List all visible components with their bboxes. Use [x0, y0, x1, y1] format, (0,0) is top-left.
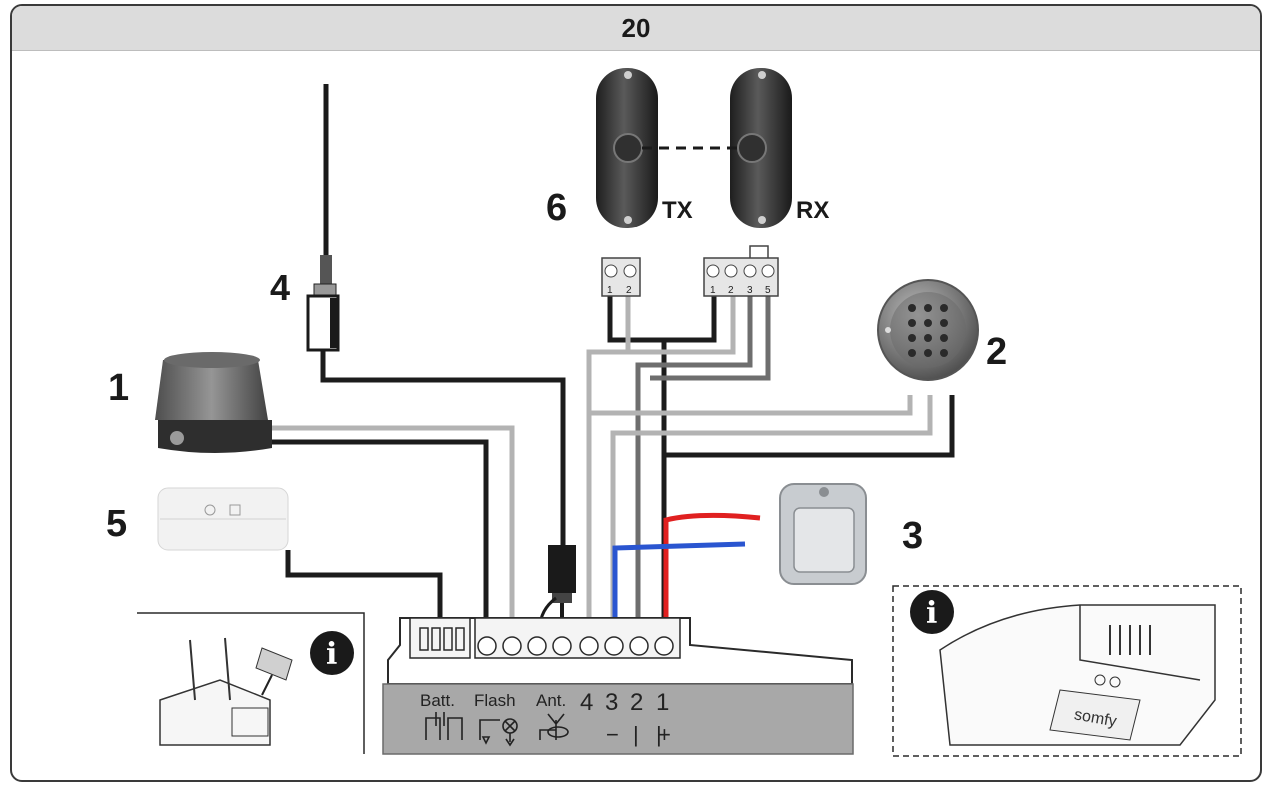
flash-light-number: 1	[108, 367, 129, 409]
rx-pin-5: 5	[765, 285, 771, 296]
rx-terminal-block: 1 2 3 5	[703, 245, 779, 297]
rx-wire-5	[650, 296, 771, 381]
rx-wire-2	[586, 296, 736, 628]
antenna-number: 4	[270, 267, 290, 308]
label-4: 4	[580, 689, 593, 716]
battery-wire	[285, 550, 443, 628]
keypad-number: 2	[986, 331, 1007, 373]
antenna-device	[306, 84, 340, 352]
switch-wire-blue	[612, 541, 746, 628]
label-ant: Ant.	[536, 691, 566, 710]
battery-device	[157, 487, 289, 551]
rx-pin-3: 3	[747, 285, 753, 296]
info-icon	[310, 631, 354, 675]
label-flash: Flash	[474, 691, 516, 710]
antenna-connector	[538, 545, 576, 629]
header-bar: 20	[12, 6, 1260, 51]
photocell-rx	[730, 68, 792, 228]
label-2: 2	[630, 689, 643, 716]
right-inset	[892, 585, 1242, 757]
photocell-number: 6	[546, 187, 567, 229]
label-3: 3	[605, 689, 618, 716]
tx-pin-2: 2	[626, 285, 632, 296]
label-1: 1	[656, 689, 669, 716]
keypad-wire-3	[664, 395, 955, 458]
info-icon-glyph-left: i	[326, 637, 337, 672]
flash-light-device	[155, 352, 272, 453]
figure-number: 20	[621, 12, 651, 43]
antenna-wire	[320, 350, 566, 545]
rx-pin-1: 1	[710, 285, 716, 296]
keypad-wire-2	[610, 395, 933, 628]
rx-wire-3	[635, 296, 753, 628]
symbol-minus: −	[606, 722, 619, 747]
flash-wire-light	[270, 425, 515, 628]
symbol-3: |	[633, 722, 639, 747]
symbol-plus: +	[658, 722, 671, 747]
rx-pin-2: 2	[728, 285, 734, 296]
battery-number: 5	[106, 503, 127, 545]
tx-pin-1: 1	[607, 285, 613, 296]
tx-label: TX	[662, 197, 693, 224]
control-unit	[382, 617, 854, 755]
tx-terminal-block: 1 2	[601, 257, 641, 297]
keypad-device	[877, 279, 979, 381]
label-batt: Batt.	[420, 691, 455, 710]
switch-wire-red	[663, 512, 761, 628]
rx-label: RX	[796, 197, 829, 224]
keypad-wire-1	[589, 395, 913, 416]
flash-wire-dark	[270, 439, 489, 628]
key-switch-number: 3	[902, 515, 923, 557]
left-inset	[137, 612, 365, 754]
symbol-2: |	[656, 722, 662, 747]
info-icon-glyph-right: i	[926, 596, 937, 631]
terminal-symbols	[425, 712, 569, 747]
key-switch-device	[779, 483, 867, 585]
